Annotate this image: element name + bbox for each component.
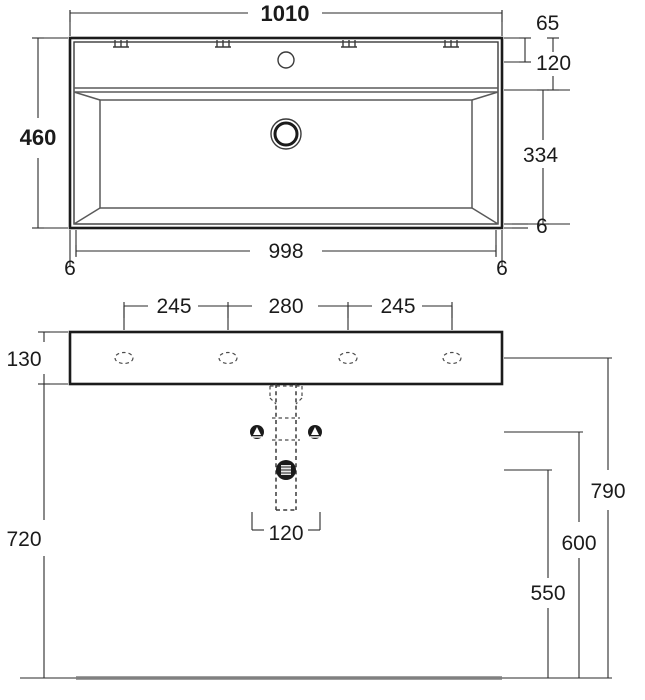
front-view-group: 245 280 245 130 720 [6,295,626,680]
dim-label-1010: 1010 [261,1,310,26]
dim-label-6-left: 6 [64,257,76,280]
dimension-right-stack: 65 120 334 6 [504,12,571,238]
dim-label-600: 600 [561,532,596,555]
dim-label-998: 998 [268,240,303,263]
dim-label-460: 460 [20,125,57,150]
supply-valve-right [308,425,322,439]
dim-label-550: 550 [530,582,565,605]
dim-label-245-left: 245 [156,295,191,318]
dim-label-6-right: 6 [496,257,508,280]
dimension-inner-width: 998 6 6 [64,230,508,280]
dim-label-790: 790 [590,480,625,503]
trap-flange-sides [269,386,303,398]
dim-label-720: 720 [6,528,41,551]
hidden-hole-1 [114,351,134,365]
dimension-550: 550 [504,469,566,678]
bowl-chamfer-br [471,207,499,225]
trap-flange-taper [269,397,303,405]
dimension-overall-depth: 460 [20,37,68,229]
dim-label-6-front: 6 [536,215,548,238]
basin-front-outline [68,330,504,386]
trap-joint-lines [272,417,300,441]
hidden-tap-holes [114,351,462,365]
top-view-group: 1010 460 [20,1,571,280]
basin-outer-outline [68,36,504,230]
dimension-overall-width: 1010 [69,1,503,36]
dimension-hole-spacing: 245 280 245 [123,295,453,330]
knockout-marker-2 [215,40,231,48]
waste-outlet-icon [276,460,296,480]
dimension-600: 600 [504,431,597,678]
trap-pipe-assembly [269,384,303,511]
dim-label-334: 334 [523,144,558,167]
dimension-trap-width: 120 [251,512,321,545]
hidden-hole-2 [218,351,238,365]
dimension-720: 720 [6,384,190,679]
dim-label-120: 120 [536,52,571,75]
drain-outlet-icon [270,118,302,150]
dim-label-280: 280 [268,295,303,318]
basin-bowl-outline [99,99,473,209]
bowl-chamfer-bl [73,207,101,225]
basin-inner-rim [73,41,499,225]
supply-valve-left [250,425,264,439]
dim-label-245-right: 245 [380,295,415,318]
tap-hole-knockouts [113,40,459,48]
knockout-marker-4 [443,40,459,48]
bowl-chamfer-tl [73,91,101,101]
knockout-marker-3 [341,40,357,48]
dimension-790: 790 [440,357,626,679]
tap-hole-icon [277,51,295,69]
hidden-hole-3 [338,351,358,365]
dimension-basin-height: 130 [6,331,68,385]
dim-label-130: 130 [6,348,41,371]
dim-label-120-trap: 120 [268,522,303,545]
hidden-hole-4 [442,351,462,365]
bowl-chamfer-tr [471,91,499,101]
dim-label-65: 65 [536,12,559,35]
knockout-marker-1 [113,40,129,48]
